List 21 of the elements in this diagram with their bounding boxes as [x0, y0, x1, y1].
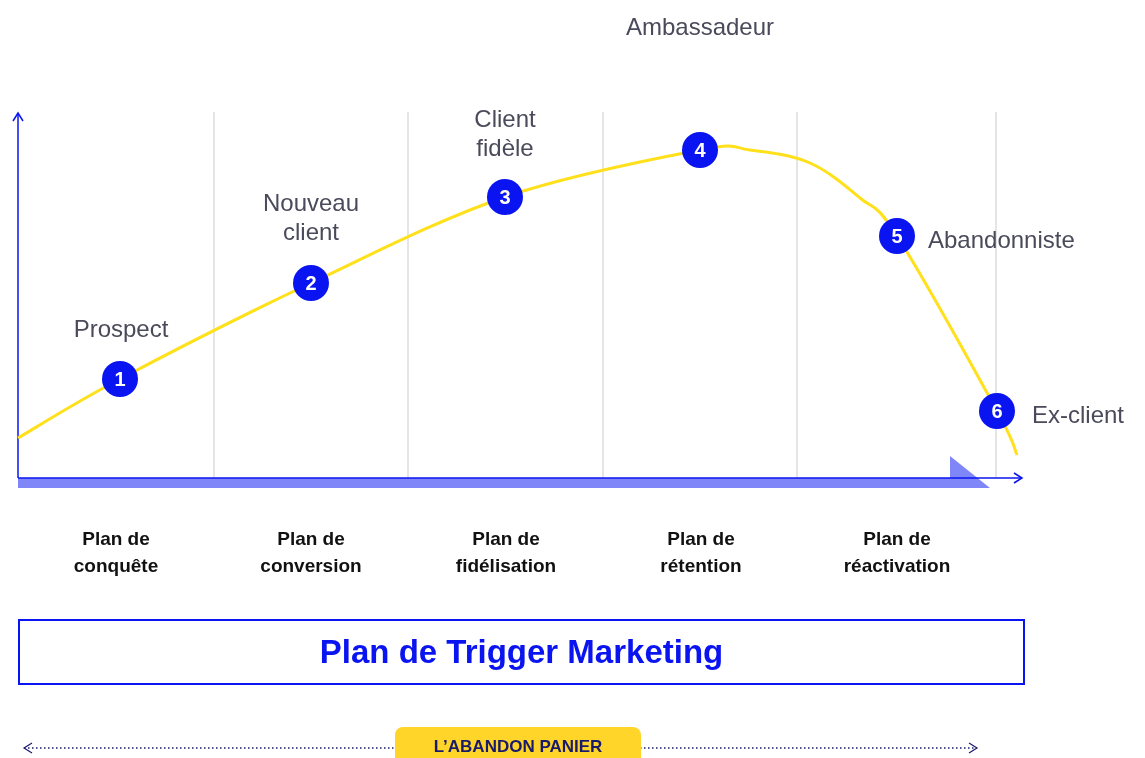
plan-label: Plan de rétention	[659, 527, 743, 578]
step-number-circle: 4	[682, 132, 718, 168]
step-number-circle: 1	[102, 361, 138, 397]
stage-label: Ambassadeur	[625, 12, 775, 41]
plan-label: Plan de conversion	[259, 527, 363, 578]
stage-label: Ex-client	[1032, 400, 1125, 429]
plan-label: Plan de conquête	[72, 527, 160, 578]
banner-title: Plan de Trigger Marketing	[319, 633, 724, 671]
step-number-circle: 6	[979, 393, 1015, 429]
stage-label: Nouveau client	[261, 188, 361, 246]
plan-label: Plan de fidélisation	[454, 527, 558, 578]
stage-label: Client fidèle	[473, 104, 537, 162]
stage-label: Abandonniste	[928, 225, 1075, 254]
tag-badge	[395, 727, 641, 758]
step-number-circle: 5	[879, 218, 915, 254]
banner-box	[18, 619, 1025, 685]
plan-label: Plan de réactivation	[842, 527, 952, 578]
badge-text: L’ABANDON PANIER	[433, 737, 603, 757]
stage-label: Prospect	[72, 314, 170, 343]
step-number-circle: 3	[487, 179, 523, 215]
step-number-circle: 2	[293, 265, 329, 301]
